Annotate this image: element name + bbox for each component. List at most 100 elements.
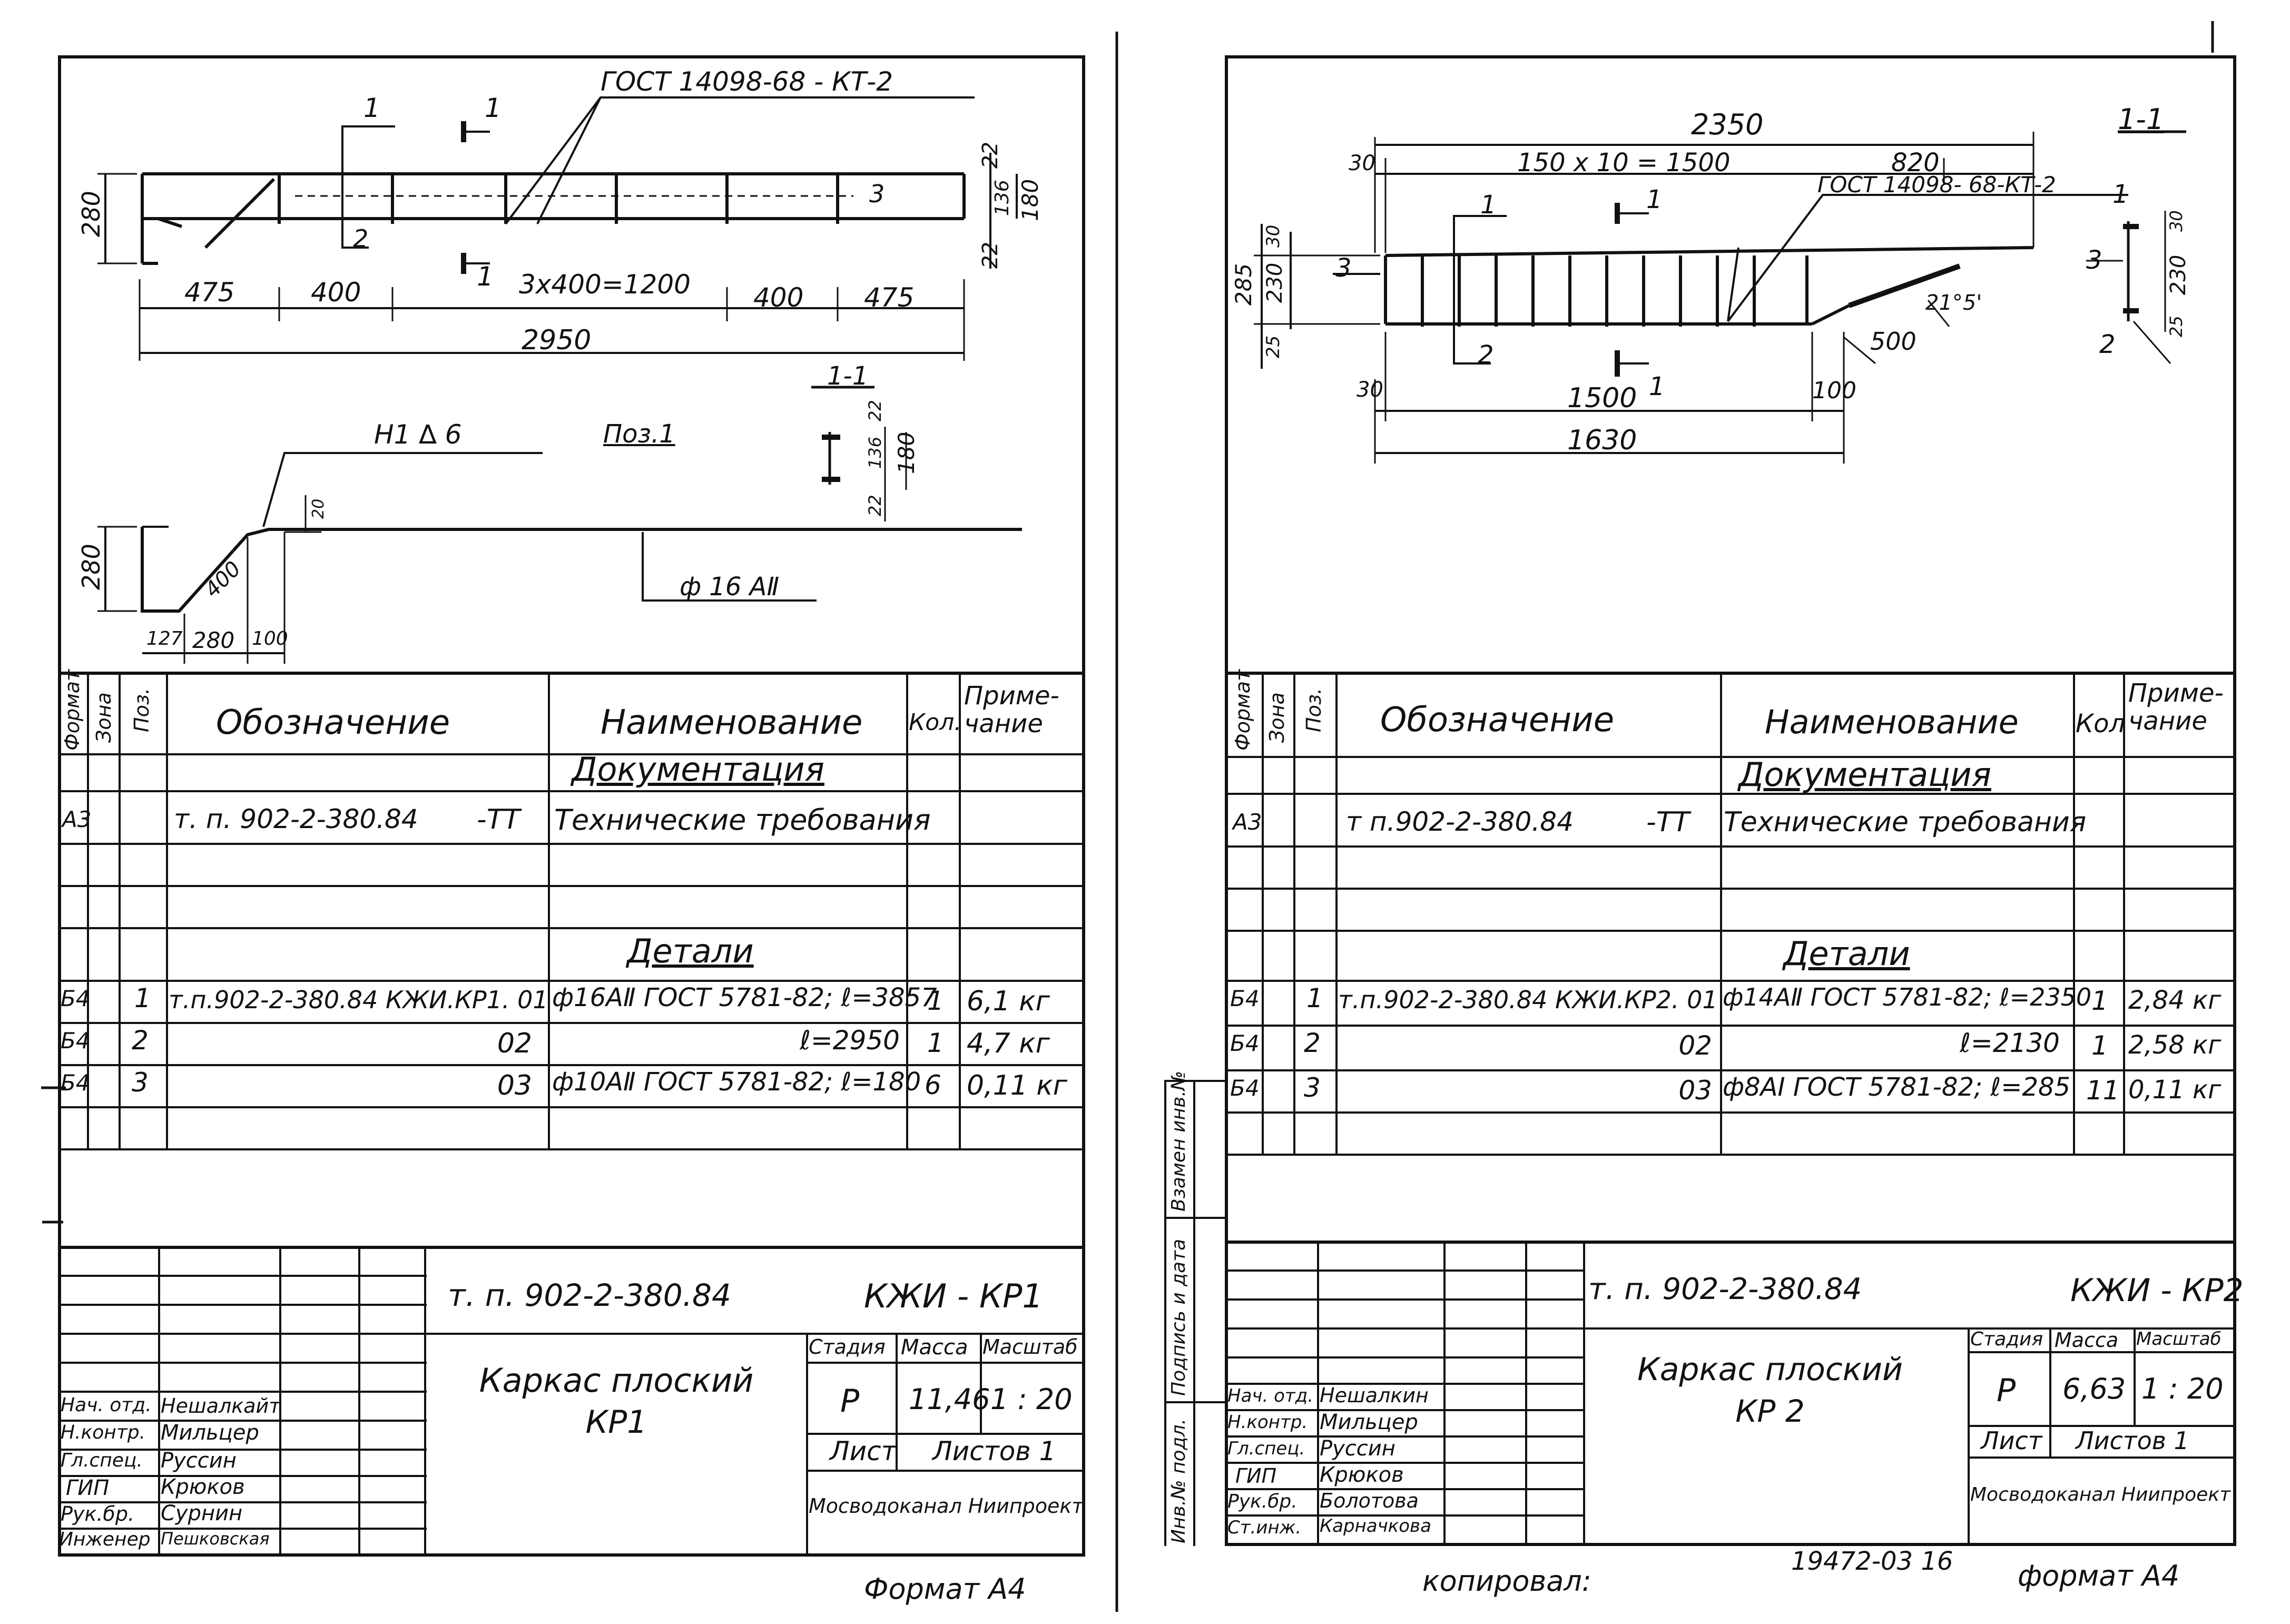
left-spec-line [58,980,1085,982]
right-tb-col [1583,1241,1585,1546]
left-row1-format: Б4 [61,986,90,1011]
left-dim-475a: 475 [184,277,235,308]
left-role-1: Нач. отд. [61,1394,152,1416]
right-side-line [1164,1401,1225,1403]
left-dim-180: 180 [1017,179,1043,221]
right-side-c: Инв.№ подл. [1168,1419,1190,1543]
left-tb-col [806,1333,808,1554]
left-row2-format: Б4 [61,1028,90,1054]
right-spec-line [1225,845,2236,848]
right-row1-name: ф14АⅡ ГОСТ 5781-82; ℓ=2350 [1723,983,2092,1011]
right-spec-line [1225,930,2236,932]
left-gost-label: ГОСТ 14098-68 - КТ-2 [601,66,893,97]
right-doc-format: А3 [1233,809,1262,835]
left-row3-designation: 03 [497,1070,532,1101]
right-row1-note: 2,84 кг [2128,986,2222,1015]
left-tb-title: Каркас плоский [479,1361,754,1400]
right-spec-line [1225,888,2236,890]
left-tb-stage: Р [840,1383,860,1420]
right-dim-1630: 1630 [1567,425,1637,456]
left-bar-dim-280: 280 [77,544,105,590]
right-row2-format: Б4 [1230,1030,1260,1056]
left-tb-line [58,1275,427,1277]
left-tb-mark: КЖИ - КР1 [864,1277,1043,1315]
right-tb-line [1225,1435,1583,1438]
right-spec-col [1335,672,1338,1154]
left-spec-col [119,672,121,1148]
left-tb-sheets-h: Листов 1 [932,1436,1056,1466]
left-row1-designation: т.п.902-2-380.84 КЖИ.КР1. 01 [169,986,548,1014]
right-dim-500: 500 [1870,327,1916,356]
right-sec-mark-2: 1 [1646,185,1663,214]
right-role-2: Н.контр. [1227,1412,1308,1433]
right-tb-mass-h: Масса [2055,1328,2119,1352]
left-row1-pos: 1 [134,983,151,1013]
left-tb-line [58,1449,427,1451]
right-spec-line [1225,1111,2236,1114]
left-tb-line [58,1475,427,1477]
left-role-6: Инженер [59,1529,151,1550]
right-dim-1500: 150 х 10 = 1500 [1517,148,1731,178]
left-tb-line [58,1420,427,1422]
right-row2-qty: 1 [2091,1030,2108,1061]
right-row2-name: ℓ=2130 [1960,1028,2060,1058]
right-tb-stage-h: Стадия [1970,1328,2043,1350]
left-dim-136: 136 [991,180,1013,216]
right-h-note: Приме-чание [2128,678,2224,736]
right-row3-note: 0,11 кг [2128,1075,2222,1105]
left-doc-format: А3 [62,806,92,832]
left-tb-mass: 11,46 [909,1383,990,1416]
right-row1-qty: 1 [2091,986,2108,1016]
right-spec-top [1225,672,2236,675]
left-name-1: Нешалкайт [161,1394,281,1418]
left-doc-suffix: -ТТ [477,804,520,835]
left-tb-col [358,1246,360,1554]
left-pos-2: 2 [353,224,369,253]
left-spec-line [58,753,1085,755]
left-sec-dim-136: 136 [865,436,885,469]
right-name-3: Руссин [1320,1436,1395,1461]
left-dim-22b: 22 [978,242,1003,269]
left-cage-drawing [97,96,1018,361]
left-sec-mark-1: 1 [363,93,380,123]
right-tb-col [1443,1241,1446,1546]
right-row2-note: 2,58 кг [2128,1030,2222,1060]
left-spec-line [58,843,1085,845]
right-tb-line [1225,1298,1583,1301]
left-tb-col [424,1246,426,1554]
right-dim-30c: 30 [1357,378,1383,402]
right-role-5: Рук.бр. [1227,1491,1298,1512]
right-role-3: Гл.спец. [1227,1438,1305,1459]
right-dim-25: 25 [1263,335,1284,358]
right-tb-line [1225,1488,1583,1490]
right-sec-mark-1: 1 [1480,190,1497,220]
left-row3-note: 0,11 кг [967,1070,1068,1101]
left-row2-qty: 1 [927,1028,944,1058]
right-tb-sheet-h: Лист [1981,1426,2042,1455]
right-dim-820: 820 [1891,148,1940,178]
left-tb-scale-h: Масштаб [982,1335,1078,1359]
right-gost: ГОСТ 14098- 68-КТ-2 [1817,172,2056,198]
left-row1-name: ф16АⅡ ГОСТ 5781-82; ℓ=3857 [552,983,937,1012]
left-h-designation: Обозначение [216,703,450,742]
left-spec-line [58,790,1085,792]
left-row1-qty: 1 [927,986,944,1016]
right-name-1: Нешалкин [1320,1384,1429,1407]
left-row2-pos: 2 [132,1025,149,1056]
right-doc-designation: т п.902-2-380.84 [1346,806,1574,837]
left-sec-dim-22b: 22 [865,495,885,516]
left-name-3: Руссин [161,1449,237,1473]
left-name-5: Сурнин [161,1501,243,1525]
left-dim-400a: 400 [311,277,361,308]
left-doc-designation: т. п. 902-2-380.84 [174,804,418,834]
left-tb-line [58,1528,427,1530]
left-sec-mark-3: 1 [477,261,494,292]
right-tb-top [1225,1241,2236,1244]
right-row1-designation: т.п.902-2-380.84 КЖИ.КР2. 01 [1338,986,1718,1014]
left-bar-dim-127: 127 [146,628,183,649]
left-doc-name: Технические требования [554,803,931,836]
left-name-2: Мильцер [161,1421,259,1445]
right-h-pos: Поз. [1302,687,1325,732]
right-sec-dim-230: 230 [2166,254,2190,295]
